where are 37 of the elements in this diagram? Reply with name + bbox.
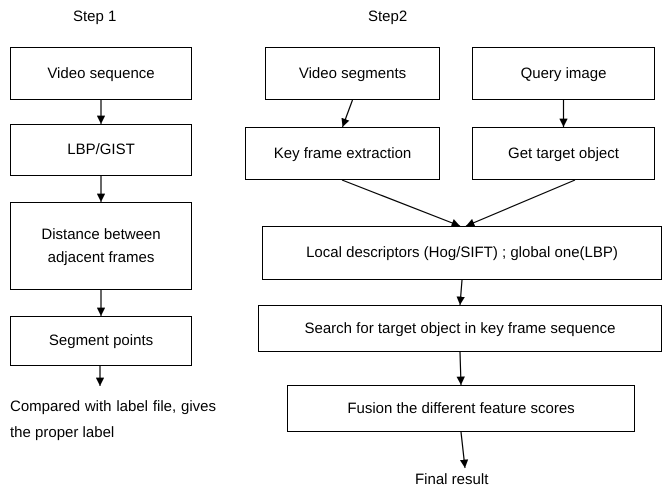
step-heading: Step 1 xyxy=(73,8,116,25)
arrow xyxy=(460,432,468,468)
arrow xyxy=(559,100,568,127)
process-box xyxy=(10,124,192,176)
process-box xyxy=(287,385,635,432)
box-label: Query image xyxy=(520,64,606,84)
arrow xyxy=(96,366,104,386)
process-box xyxy=(245,127,440,180)
process-box xyxy=(262,226,662,280)
arrow xyxy=(96,176,106,202)
box-label: Search for target object in key frame sequence xyxy=(304,318,616,339)
box-label: Fusion the different feature scores xyxy=(347,398,575,419)
arrow xyxy=(456,280,465,306)
process-box xyxy=(10,47,192,100)
process-box xyxy=(258,305,662,352)
process-box xyxy=(10,316,192,366)
arrow xyxy=(96,100,106,124)
process-box xyxy=(265,47,440,100)
box-label: Video sequence xyxy=(47,64,155,84)
box-label: LBP/GIST xyxy=(67,140,135,160)
arrow xyxy=(341,100,354,128)
process-box xyxy=(472,47,655,100)
note-text: Final result xyxy=(415,470,488,490)
box-label: Video segments xyxy=(298,64,406,84)
note-text: Compared with label file, gives the proper label xyxy=(10,397,216,444)
arrow xyxy=(96,290,106,316)
arrow xyxy=(466,179,576,227)
box-label: Local descriptors (Hog/SIFT) ; global one(LBP) xyxy=(306,243,618,264)
process-box xyxy=(10,202,192,290)
arrow xyxy=(456,352,465,386)
arrow xyxy=(342,179,460,227)
step-heading: Step2 xyxy=(368,8,408,25)
box-label: Get target object xyxy=(508,144,619,164)
box-label: Distance between adjacent frames xyxy=(40,224,162,268)
process-box xyxy=(472,127,655,180)
box-label: Key frame extraction xyxy=(274,144,412,164)
box-label: Segment points xyxy=(48,331,154,352)
